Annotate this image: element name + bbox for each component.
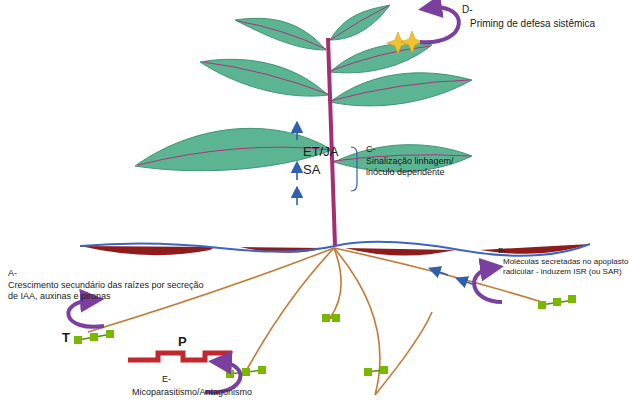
soil-patch bbox=[80, 246, 215, 255]
step-letter: E- bbox=[162, 374, 202, 385]
cell bbox=[538, 301, 546, 309]
signal-arrow bbox=[296, 192, 298, 205]
curved-arrow bbox=[474, 268, 502, 302]
cell bbox=[226, 370, 234, 378]
vein bbox=[330, 80, 470, 101]
step-text: Micoparasitismo/Antagonismo bbox=[132, 387, 312, 398]
cell bbox=[90, 333, 98, 341]
step-letter: C- bbox=[366, 144, 406, 155]
step-text: Priming de defesa sistêmica bbox=[470, 18, 628, 30]
process-arrows bbox=[68, 7, 502, 392]
root bbox=[334, 248, 432, 395]
step-text: Moléculas secretadas no apoplasto radicu… bbox=[503, 257, 630, 276]
cell bbox=[242, 368, 250, 376]
organism-letter: P bbox=[178, 334, 198, 350]
cell bbox=[364, 368, 372, 376]
signal-arrow bbox=[296, 127, 298, 140]
leaves bbox=[135, 5, 472, 172]
step-text: Sinalização linhagem/ inóculo dependente bbox=[366, 156, 478, 178]
cell bbox=[332, 314, 340, 322]
vein bbox=[138, 147, 332, 165]
organism-letter: T bbox=[62, 330, 82, 346]
cell bbox=[106, 330, 114, 338]
hormone-label: SA bbox=[303, 162, 349, 178]
step-text: Crescimento secundário das raízes por se… bbox=[8, 280, 213, 302]
pathogen-hypha bbox=[128, 353, 232, 360]
chain-cells bbox=[74, 295, 576, 378]
signal-arrow bbox=[296, 167, 298, 180]
leaf bbox=[200, 59, 328, 96]
vein bbox=[330, 46, 430, 71]
cell bbox=[322, 314, 330, 322]
leaf bbox=[235, 18, 326, 50]
vein bbox=[203, 62, 328, 94]
signal-arrow bbox=[434, 270, 448, 275]
curved-arrow bbox=[420, 7, 459, 42]
roots bbox=[88, 248, 545, 395]
cell bbox=[258, 366, 266, 374]
root bbox=[245, 248, 334, 373]
leaf bbox=[330, 73, 472, 106]
star bbox=[401, 31, 423, 53]
step-letter: D- bbox=[462, 4, 502, 16]
root-arrows bbox=[434, 270, 475, 285]
bracket bbox=[351, 147, 357, 191]
vein bbox=[237, 21, 326, 49]
priming-stars bbox=[387, 31, 423, 54]
curved-arrow bbox=[68, 300, 104, 327]
vein bbox=[330, 6, 388, 40]
leaf bbox=[135, 128, 332, 170]
cell bbox=[568, 295, 576, 303]
leaf bbox=[330, 5, 390, 40]
root bbox=[330, 248, 341, 318]
cell bbox=[380, 366, 388, 374]
cell bbox=[553, 298, 561, 306]
leaf-veins bbox=[138, 6, 470, 165]
trichoderma-chains bbox=[74, 295, 576, 378]
chain-links bbox=[78, 300, 575, 374]
plant-stem bbox=[328, 38, 335, 246]
hormone-label: ET/JA bbox=[303, 144, 349, 160]
signal-arrows bbox=[296, 127, 298, 205]
leaf bbox=[330, 43, 432, 73]
step-letter: A- bbox=[8, 268, 48, 279]
step-letter: B- bbox=[498, 246, 538, 256]
cell bbox=[74, 336, 82, 344]
